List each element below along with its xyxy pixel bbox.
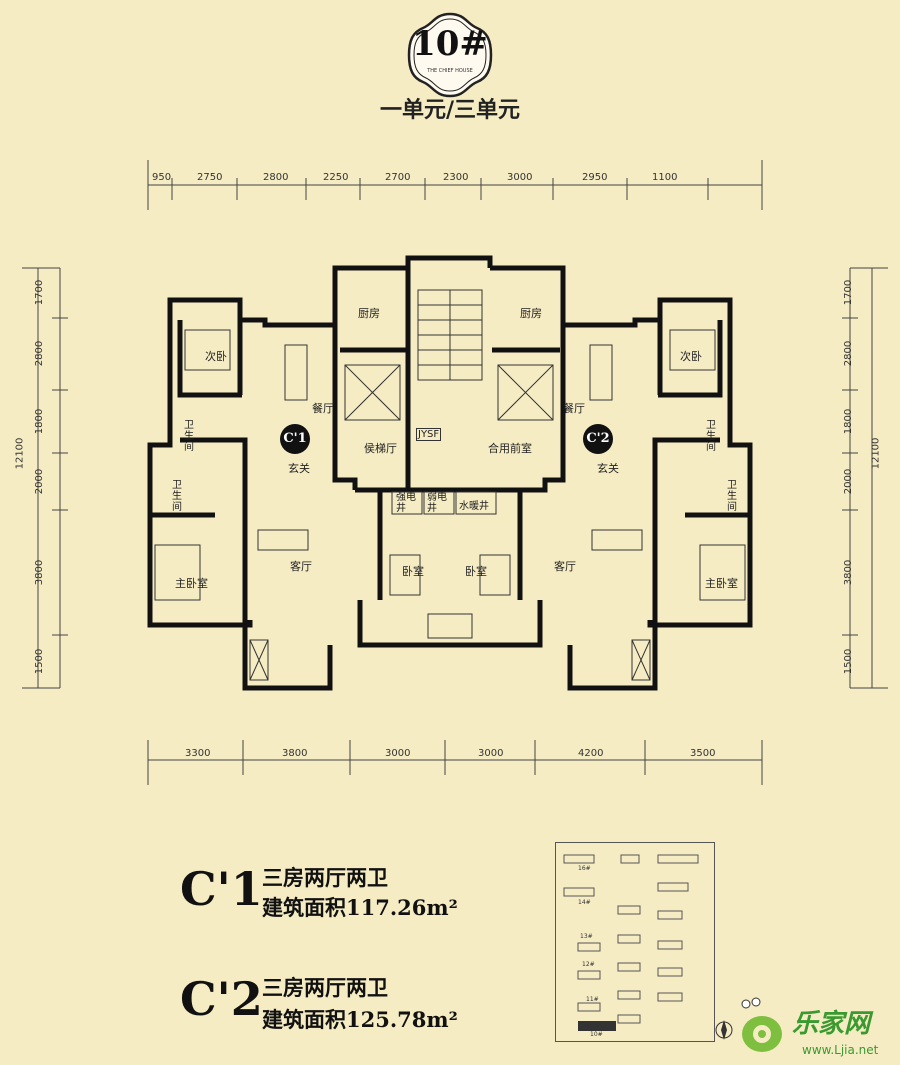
room-bath-right-2: 卫生间	[727, 480, 737, 513]
top-dim: 2250	[323, 172, 349, 183]
legend-type-c2: 三房两厅两卫	[262, 975, 388, 1000]
ljia-logo: 乐家网 www.Ljia.net	[734, 990, 900, 1061]
unit-code-c1: C'1	[280, 424, 310, 454]
room-weak-shaft: 弱电井	[427, 492, 447, 514]
room-bath-right-1: 卫生间	[706, 420, 716, 453]
top-dim: 2750	[197, 172, 223, 183]
top-dim: 2800	[263, 172, 289, 183]
legend-area-c1: 建筑面积117.26m²	[262, 895, 458, 920]
room-living-right: 客厅	[554, 560, 576, 573]
room-shared-hall: 合用前室	[488, 442, 532, 455]
site-label-16: 16#	[578, 865, 591, 872]
top-dim: 2950	[582, 172, 608, 183]
unit-title: 一单元/三单元	[379, 97, 521, 123]
room-master-left: 主卧室	[175, 577, 208, 590]
room-foyer-left: 玄关	[288, 462, 310, 475]
badge-subtitle: THE CHIEF HOUSE	[427, 68, 473, 74]
room-bed-left: 卧室	[402, 565, 424, 578]
bottom-dim: 3800	[282, 748, 308, 759]
building-badge-text: 10# THE CHIEF HOUSE	[405, 10, 495, 100]
svg-text:www.Ljia.net: www.Ljia.net	[802, 1043, 879, 1057]
site-plan-buildings	[563, 854, 699, 1031]
room-bedroom2-right: 次卧	[680, 350, 702, 363]
building-number: 10#	[412, 24, 488, 64]
room-master-right: 主卧室	[705, 577, 738, 590]
room-foyer-right: 玄关	[597, 462, 619, 475]
room-dining-left: 餐厅	[312, 402, 334, 415]
top-dim: 2700	[385, 172, 411, 183]
top-dim: 2300	[443, 172, 469, 183]
room-bedroom2-left: 次卧	[205, 350, 227, 363]
svg-text:乐家网: 乐家网	[792, 1009, 874, 1039]
unit-code-c2: C'2	[583, 424, 613, 454]
bottom-dim: 3500	[690, 748, 716, 759]
room-jysf: JYSF	[416, 428, 442, 441]
room-kitchen-right: 厨房	[520, 307, 542, 320]
site-label-11: 11#	[586, 996, 599, 1003]
room-bath-left-1: 卫生间	[184, 420, 194, 453]
room-living-left: 客厅	[290, 560, 312, 573]
room-bed-right: 卧室	[465, 565, 487, 578]
bottom-dim: 4200	[578, 748, 604, 759]
top-dim: 3000	[507, 172, 533, 183]
bottom-dim: 3000	[385, 748, 411, 759]
legend-area-c2: 建筑面积125.78m²	[262, 1007, 458, 1032]
top-dim: 950	[152, 172, 172, 183]
site-label-10: 10#	[590, 1031, 603, 1038]
room-dining-right: 餐厅	[563, 402, 585, 415]
compass-icon	[715, 1020, 733, 1040]
room-strong-shaft: 强电井	[396, 492, 416, 514]
legend-code-c2: C'2	[180, 972, 263, 1026]
bottom-dim: 3000	[478, 748, 504, 759]
site-label-13: 13#	[580, 933, 593, 940]
building-badge	[407, 12, 493, 98]
legend-type-c1: 三房两厅两卫	[262, 865, 388, 890]
bottom-dim: 3300	[185, 748, 211, 759]
legend-code-c1: C'1	[180, 862, 263, 916]
top-dim: 1100	[652, 172, 678, 183]
site-plan: 16# 14# 13# 12# 11# 10#	[555, 842, 715, 1042]
room-bath-left-2: 卫生间	[172, 480, 182, 513]
room-elevator-hall: 侯梯厅	[364, 442, 397, 455]
site-label-14: 14#	[578, 899, 591, 906]
room-water-shaft: 水暖井	[459, 501, 489, 512]
site-label-12: 12#	[582, 961, 595, 968]
snail-logo-icon: 乐家网 www.Ljia.net	[741, 997, 879, 1057]
room-kitchen-left: 厨房	[358, 307, 380, 320]
